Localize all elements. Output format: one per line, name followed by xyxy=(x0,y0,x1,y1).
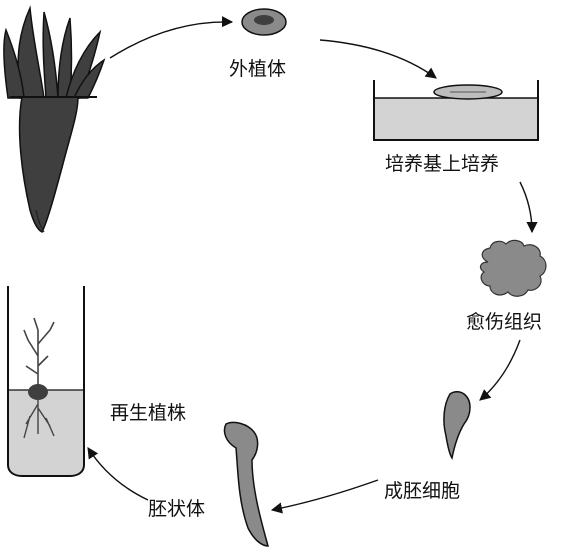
label-culture: 培养基上培养 xyxy=(385,153,500,175)
arrow-explant-to-dish xyxy=(319,39,437,79)
culture-dish-illustration xyxy=(373,80,539,141)
arrow-cell-to-embryoid xyxy=(270,479,379,514)
callus-illustration xyxy=(479,239,547,297)
explant-illustration xyxy=(241,8,287,36)
arrow-callus-to-cell xyxy=(479,339,521,401)
embryoid-illustration xyxy=(223,421,269,547)
label-embryoid: 胚状体 xyxy=(148,498,206,520)
arrow-carrot-to-explant xyxy=(109,16,234,59)
embryonic-cell-illustration xyxy=(443,391,471,460)
arrow-dish-to-callus xyxy=(519,181,538,234)
arrow-embryoid-to-plantlet xyxy=(87,447,149,501)
label-explant: 外植体 xyxy=(229,58,287,80)
cycle-arrows xyxy=(87,16,538,514)
carrot-illustration xyxy=(3,5,106,234)
label-plantlet: 再生植株 xyxy=(110,402,187,424)
label-callus: 愈伤组织 xyxy=(466,311,543,333)
plantlet-tube-illustration xyxy=(7,286,85,477)
label-embryonic-cell: 成胚细胞 xyxy=(384,480,461,502)
